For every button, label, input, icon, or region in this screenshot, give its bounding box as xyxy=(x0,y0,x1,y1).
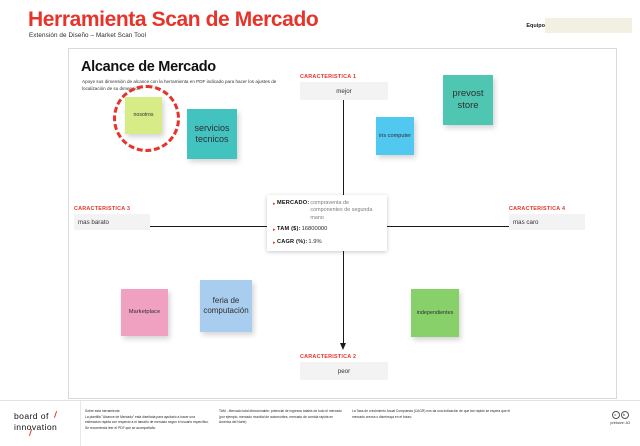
footer-column-cagr: La Tasa de crecimiento Anual Compuesta (… xyxy=(352,409,522,420)
footer-about-body: La plantilla "Alcance de Mercado" está d… xyxy=(85,414,209,430)
market-row-cagr: ▸ CAGR (%): 1.9% xyxy=(273,239,381,247)
market-row-mercado: ▸ MERCADO: compraventa de componentes de… xyxy=(273,200,381,222)
page-footer: board of innovation Sobre esta herramien… xyxy=(0,400,640,446)
cc-badge-by-icon: b xyxy=(620,411,629,419)
printsize-label: printsize: A3 xyxy=(610,421,630,425)
board-of-innovation-logo: board of innovation xyxy=(14,410,76,437)
sticky-note-prevost-store[interactable]: prevost store xyxy=(443,75,493,125)
team-label: Equipo xyxy=(526,23,545,29)
characteristic-top-label: CARACTERISTICA 1 xyxy=(300,74,357,80)
sticky-note-feria-de-computacion[interactable]: feria de computación xyxy=(200,280,252,332)
characteristic-left: CARACTERISTICA 3 mas barato xyxy=(74,206,150,230)
footer-column-about: Sobre esta herramienta La plantilla "Alc… xyxy=(85,409,210,431)
bullet-icon: ▸ xyxy=(273,239,276,246)
canvas-title: Alcance de Mercado xyxy=(81,59,216,75)
market-cagr-value[interactable]: 1.9% xyxy=(308,238,322,245)
market-tam-label: TAM ($): xyxy=(277,226,301,233)
sticky-note-marketplace[interactable]: Marketplace xyxy=(121,289,168,336)
logo-line-1: board of xyxy=(14,411,49,421)
characteristic-bottom: CARACTERISTICA 2 peor xyxy=(300,354,388,380)
page-title: Herramienta Scan de Mercado xyxy=(28,8,319,31)
page-header: Herramienta Scan de Mercado Extensión de… xyxy=(0,0,640,46)
market-scan-canvas: Alcance de Mercado Apoye sus dimensión d… xyxy=(68,48,617,399)
canvas-description: Apoye sus dimensión de alcance con la he… xyxy=(82,79,277,92)
page-subtitle: Extensión de Diseño – Market Scan Tool xyxy=(29,32,147,39)
market-row-tam: ▸ TAM ($): 16800000 xyxy=(273,226,381,234)
footer-column-tam: TAM - Mercado total direccionable: poten… xyxy=(219,409,344,426)
characteristic-bottom-input[interactable]: peor xyxy=(300,362,388,380)
footer-about-heading: Sobre esta herramienta xyxy=(85,409,120,413)
characteristic-left-input[interactable]: mas barato xyxy=(74,214,150,230)
market-mercado-label: MERCADO: xyxy=(277,200,310,206)
logo-line-2: innovation xyxy=(14,422,58,432)
sticky-note-independientes[interactable]: independientes xyxy=(411,289,459,337)
sticky-note-servicios-tecnicos[interactable]: servicios tecnicos xyxy=(187,109,237,159)
footer-tam-body: TAM - Mercado total direccionable: poten… xyxy=(219,409,342,425)
characteristic-left-label: CARACTERISTICA 3 xyxy=(74,206,131,212)
cc-badge-icon: c xyxy=(611,411,620,419)
sticky-note-nosotros[interactable]: nosotros xyxy=(125,97,162,134)
market-mercado-value[interactable]: compraventa de componentes de segunda ma… xyxy=(310,200,373,221)
characteristic-right-label: CARACTERISTICA 4 xyxy=(509,206,566,212)
footer-cagr-body: La Tasa de crecimiento Anual Compuesta (… xyxy=(352,409,511,419)
arrow-down-icon xyxy=(340,343,346,350)
market-tam-value[interactable]: 16800000 xyxy=(301,226,328,233)
characteristic-top-input[interactable]: mejor xyxy=(300,82,388,100)
team-input[interactable] xyxy=(545,18,632,33)
characteristic-right: CARACTERISTICA 4 mas caro xyxy=(509,206,585,230)
bullet-icon: ▸ xyxy=(273,201,276,207)
characteristic-top: CARACTERISTICA 1 mejor xyxy=(300,74,388,100)
sticky-note-iris-computer[interactable]: iris computer xyxy=(376,117,414,155)
market-cagr-label: CAGR (%): xyxy=(277,238,308,245)
footer-divider xyxy=(80,401,81,446)
characteristic-right-input[interactable]: mas caro xyxy=(509,214,585,230)
characteristic-bottom-label: CARACTERISTICA 2 xyxy=(300,354,357,360)
market-definition-box: ▸ MERCADO: compraventa de componentes de… xyxy=(267,195,387,251)
bullet-icon: ▸ xyxy=(273,227,276,234)
